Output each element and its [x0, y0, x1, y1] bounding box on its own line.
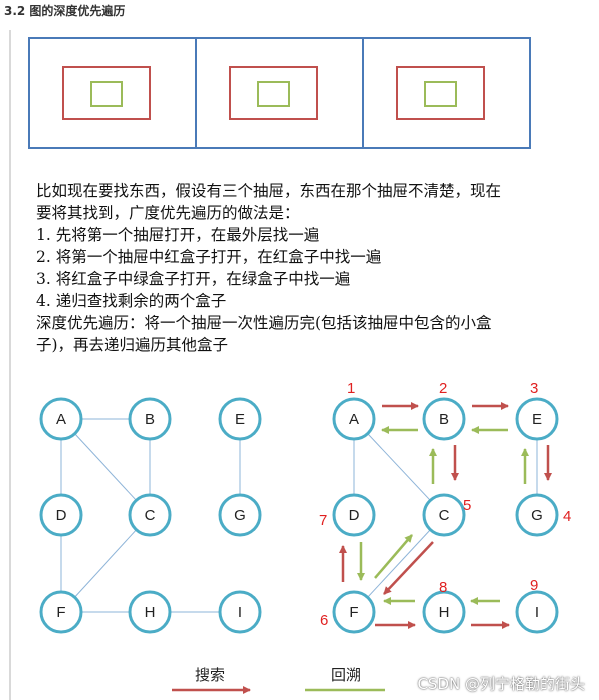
node-g-right-label: G	[531, 507, 543, 524]
legend: 搜索 回溯	[172, 666, 385, 694]
order-i: 9	[530, 577, 538, 594]
node-g: G	[218, 493, 262, 537]
node-b-label: B	[145, 411, 155, 428]
order-c: 5	[463, 497, 471, 514]
edge-c-f-right	[353, 514, 445, 613]
red-box-3	[396, 66, 485, 120]
green-box-2	[257, 81, 290, 107]
node-d-label: D	[56, 507, 67, 524]
order-f: 6	[320, 612, 328, 629]
node-d: D	[39, 493, 83, 537]
order-b: 2	[439, 380, 447, 397]
node-h-right-label: H	[439, 604, 450, 621]
quote-bar	[9, 30, 11, 700]
node-g-label: G	[234, 507, 246, 524]
node-e-right-label: E	[532, 411, 542, 428]
drawers-illustration	[28, 37, 531, 149]
search-arrow-c-f	[383, 541, 434, 595]
node-a-right-label: A	[349, 411, 359, 428]
node-h-right: H	[422, 590, 466, 634]
edge-c-f	[60, 514, 151, 613]
paragraph-line: 要将其找到，广度优先遍历的做法是：	[36, 204, 300, 222]
section-heading: 3.2 图的深度优先遍历	[4, 4, 126, 18]
node-c-label: C	[145, 507, 156, 524]
edge-a-c-right	[353, 418, 445, 516]
node-f: F	[39, 590, 83, 634]
red-box-1	[62, 66, 151, 120]
edge-a-c	[60, 418, 151, 516]
node-h: H	[128, 590, 172, 634]
order-e: 3	[530, 380, 538, 397]
order-d: 7	[319, 512, 327, 529]
node-a-right: A	[332, 397, 376, 441]
backtrack-arrow-f-c	[374, 534, 413, 579]
paragraph-line: 4. 递归查找剩余的两个盒子	[36, 292, 227, 310]
graph-right: A B E D C G F H I 1 2 3 4 5 6 7 8 9	[319, 380, 571, 634]
node-h-label: H	[145, 604, 156, 621]
graph-left: A B E D C G F H I	[39, 397, 262, 634]
node-a-label: A	[56, 411, 66, 428]
paragraph-line: 2. 将第一个抽屉中红盒子打开，在红盒子中找一遍	[36, 248, 382, 266]
node-e-label: E	[235, 411, 245, 428]
paragraph-line: 3. 将红盒子中绿盒子打开，在绿盒子中找一遍	[36, 270, 351, 288]
paragraph-line: 1. 先将第一个抽屉打开，在最外层找一遍	[36, 226, 320, 244]
node-i-right: I	[515, 590, 559, 634]
backtrack-arrows	[357, 426, 529, 605]
node-i-right-label: I	[535, 604, 539, 621]
node-c: C	[128, 493, 172, 537]
node-g-right: G	[515, 493, 559, 537]
drawer-2	[195, 37, 364, 149]
drawer-3	[362, 37, 531, 149]
node-i-label: I	[238, 604, 242, 621]
node-f-label: F	[56, 604, 65, 621]
node-e: E	[218, 397, 262, 441]
node-d-right: D	[332, 493, 376, 537]
node-f-right-label: F	[349, 604, 358, 621]
order-a: 1	[347, 380, 355, 397]
paragraph-line: 深度优先遍历：将一个抽屉一次性遍历完(包括该抽屉中包含的小盒	[36, 314, 492, 332]
legend-backtrack-label: 回溯	[331, 666, 361, 684]
node-b-right: B	[422, 397, 466, 441]
search-arrows	[339, 402, 552, 629]
paragraph-line: 子)，再去递归遍历其他盒子	[36, 336, 229, 354]
node-e-right: E	[515, 397, 559, 441]
node-c-right: C	[422, 493, 466, 537]
node-f-right: F	[332, 590, 376, 634]
node-c-right-label: C	[439, 507, 450, 524]
drawer-1	[28, 37, 197, 149]
explanation-paragraph: 比如现在要找东西，假设有三个抽屉，东西在那个抽屉不清楚，现在 要将其找到，广度优…	[36, 180, 591, 356]
node-a: A	[39, 397, 83, 441]
node-i: I	[218, 590, 262, 634]
legend-search-label: 搜索	[195, 666, 225, 684]
watermark: CSDN @列宁格勒的街头	[417, 675, 585, 693]
green-box-1	[90, 81, 123, 107]
node-d-right-label: D	[349, 507, 360, 524]
order-g: 4	[563, 508, 571, 525]
order-h: 8	[439, 579, 447, 596]
paragraph-line: 比如现在要找东西，假设有三个抽屉，东西在那个抽屉不清楚，现在	[36, 182, 502, 200]
green-box-3	[424, 81, 457, 107]
node-b-right-label: B	[439, 411, 449, 428]
red-box-2	[229, 66, 318, 120]
node-b: B	[128, 397, 172, 441]
